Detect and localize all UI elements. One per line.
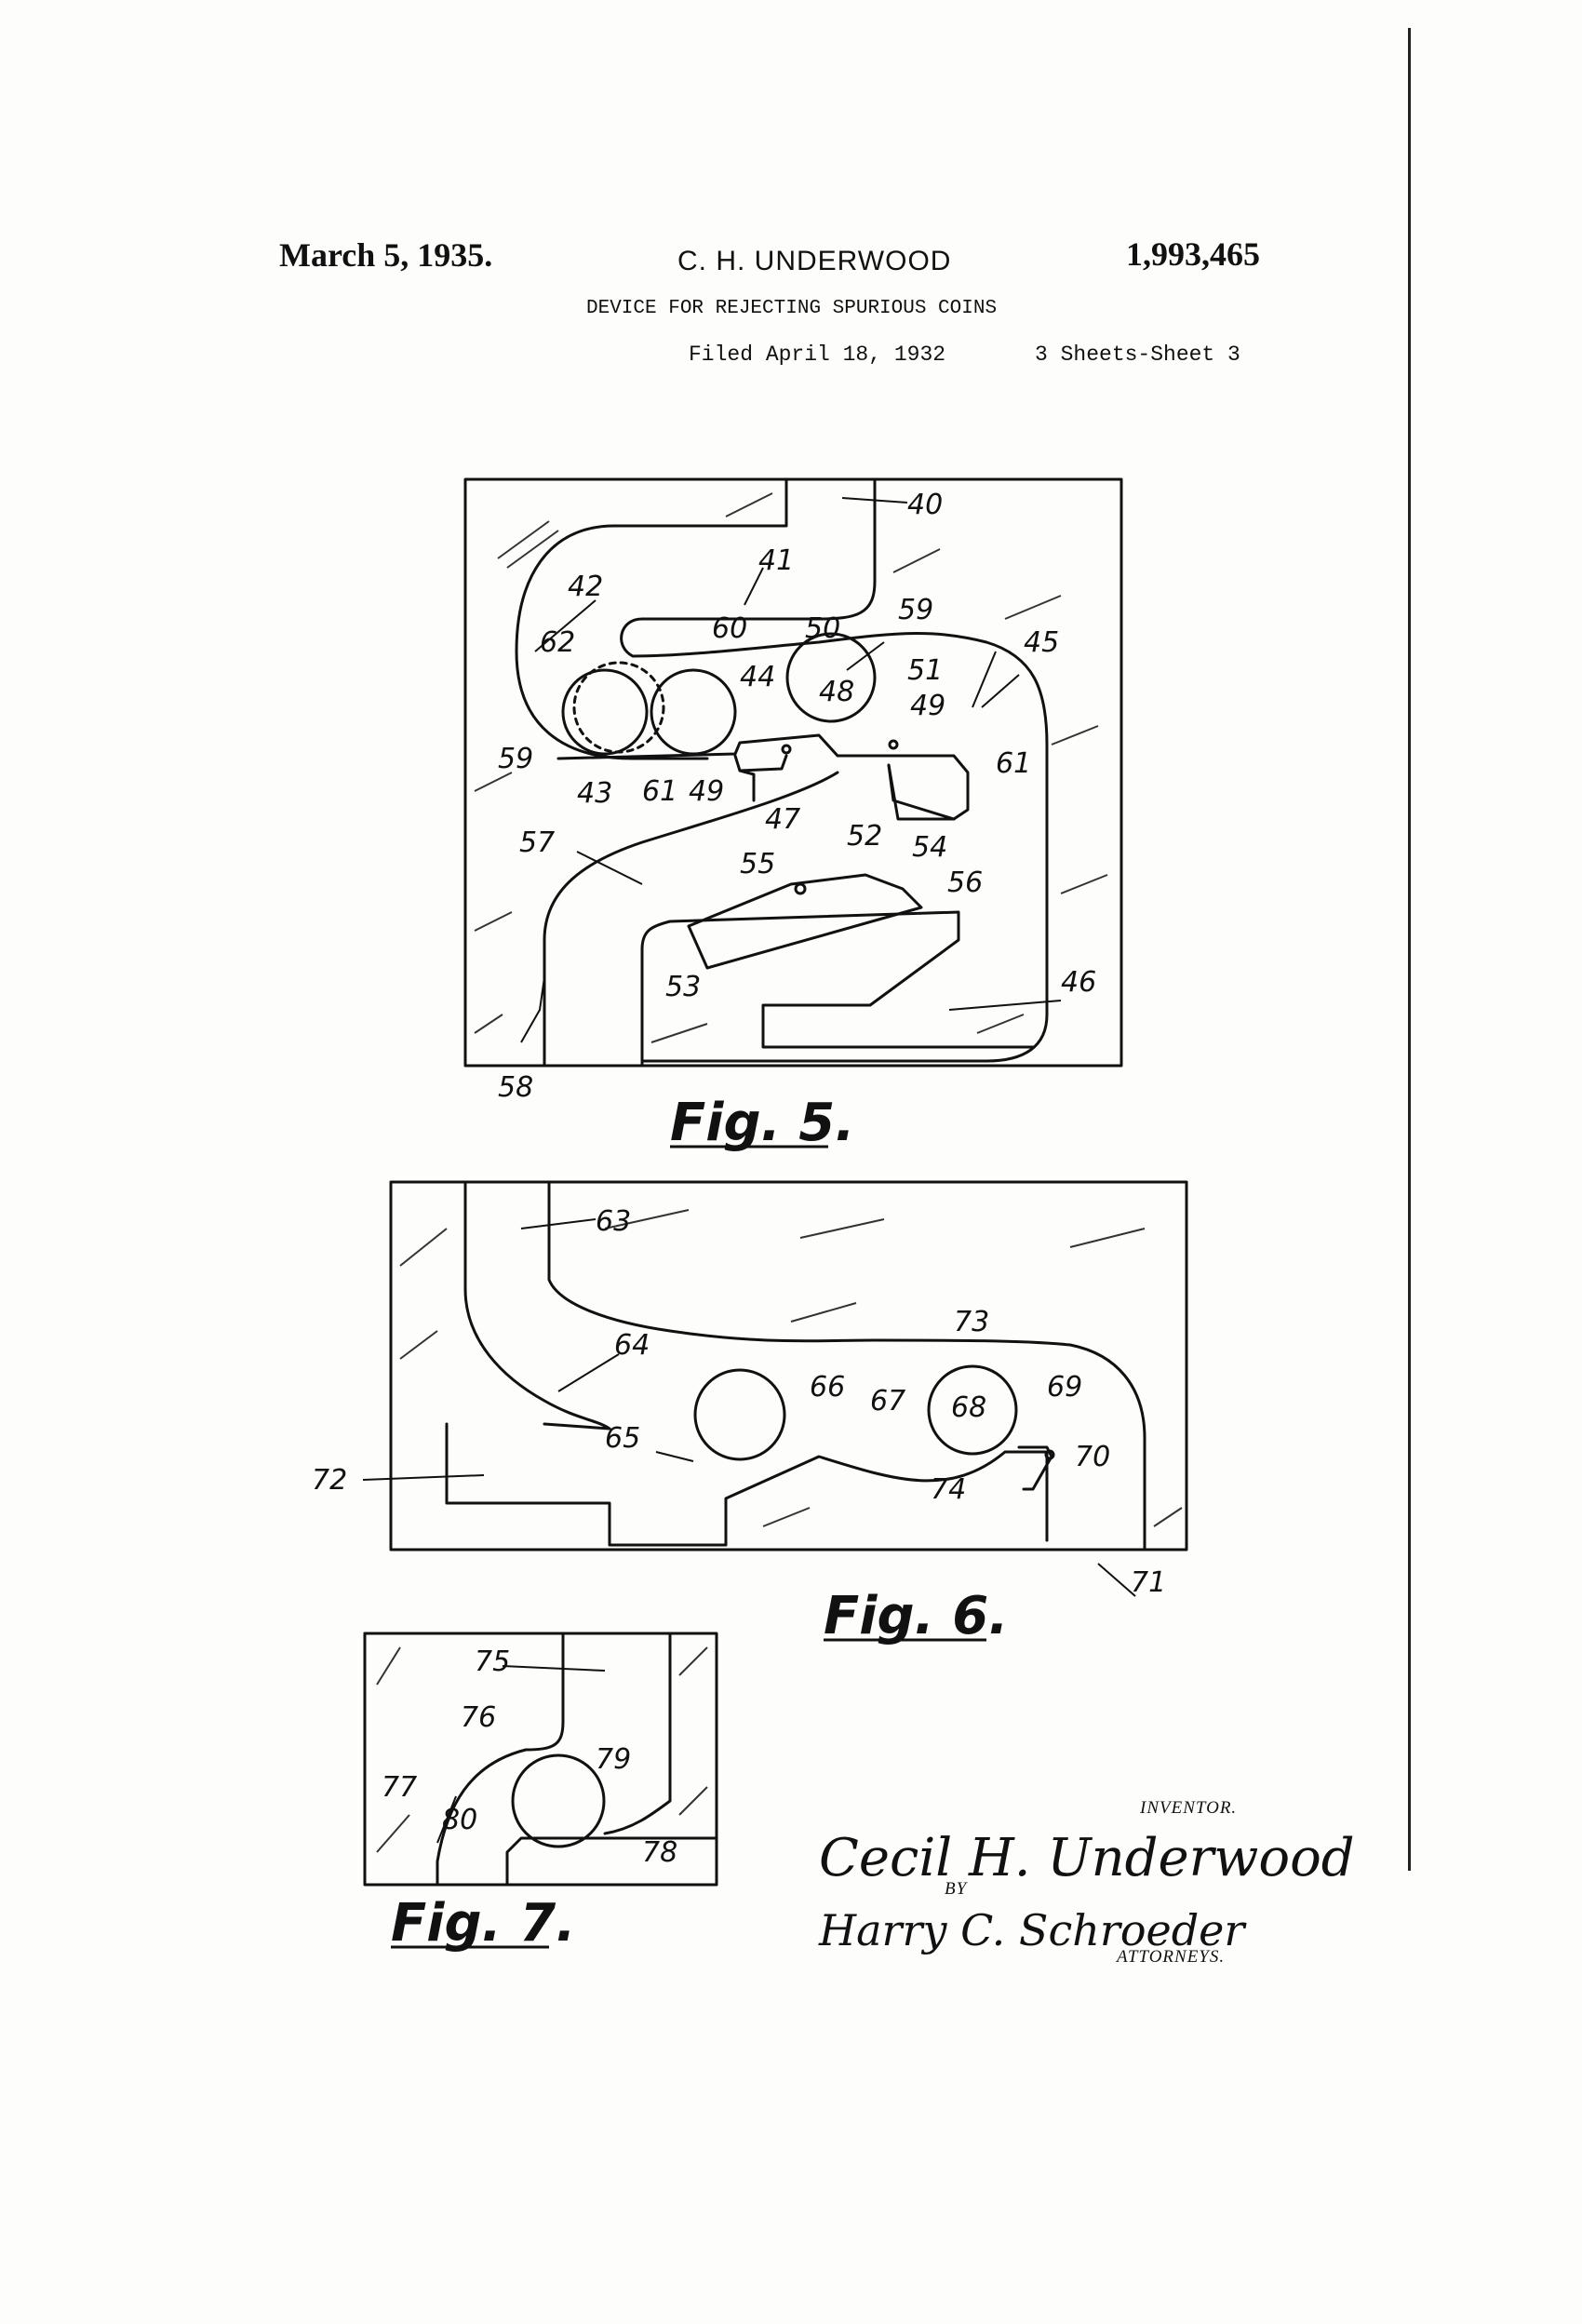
sheet-edge-line [1408, 28, 1411, 1871]
fig6-upper-block [547, 1180, 1146, 1552]
ref-74: 74 [931, 1473, 966, 1506]
fig7-frame [363, 1632, 718, 1887]
ref-42: 42 [568, 571, 603, 603]
fig5-lower-chute-left [543, 771, 839, 1068]
figure-5-drawing [463, 477, 1123, 1068]
figure-7-drawing [363, 1632, 718, 1887]
ref-80: 80 [442, 1804, 477, 1836]
leader-lines [362, 497, 1136, 1844]
ref-57: 57 [519, 826, 555, 859]
ref-54: 54 [912, 831, 947, 864]
ref-49-right: 49 [910, 690, 945, 722]
fig5-caption: Fig. 5. [670, 1093, 855, 1153]
ref-72: 72 [312, 1464, 347, 1497]
ref-51: 51 [907, 654, 943, 687]
fig6-left-wall [463, 1180, 611, 1431]
patent-title: DEVICE FOR REJECTING SPURIOUS COINS [586, 298, 998, 319]
fig5-right-outer-wall [620, 477, 1049, 1063]
fig5-flap [687, 873, 923, 970]
ref-59-left: 59 [498, 743, 533, 775]
fig6-caption: Fig. 6. [824, 1586, 1009, 1646]
ref-60: 60 [712, 612, 747, 645]
inventor-signature: Cecil H. Underwood [819, 1828, 1355, 1888]
fig5-upper-chute [515, 477, 788, 760]
ref-43: 43 [577, 777, 612, 810]
fig6-pin [1044, 1449, 1055, 1460]
fig5-gate-left [733, 754, 788, 802]
fig5-frame [463, 477, 1123, 1068]
ref-75: 75 [475, 1646, 510, 1678]
fig7-base [505, 1836, 718, 1887]
ref-67: 67 [870, 1385, 905, 1417]
fig7-coin [511, 1753, 606, 1848]
fig6-frame [389, 1180, 1188, 1552]
ref-56: 56 [947, 866, 983, 899]
fig5-pivot-pin [794, 882, 807, 895]
fig5-pin-b [888, 739, 899, 750]
fig7-reference-numerals: 75 76 79 77 80 78 [382, 1646, 677, 1869]
ref-65: 65 [605, 1422, 640, 1455]
ref-52: 52 [847, 820, 882, 853]
ref-64: 64 [614, 1329, 650, 1362]
fig5-gate-right [887, 763, 956, 821]
ref-44: 44 [740, 661, 775, 693]
fig5-runway [556, 733, 970, 821]
ref-78: 78 [642, 1836, 677, 1869]
ref-79: 79 [596, 1743, 631, 1776]
figure-6-drawing [389, 1180, 1188, 1552]
fig7-left-block [363, 1632, 565, 1887]
fig6-reference-numerals: 63 73 64 66 67 68 69 65 70 72 74 71 [312, 1205, 1166, 1599]
ref-77: 77 [382, 1771, 417, 1804]
by-label: BY [945, 1879, 969, 1899]
fig7-right-block [603, 1632, 672, 1835]
ref-41: 41 [758, 544, 794, 577]
fig5-coin-a [561, 668, 649, 756]
ref-50: 50 [805, 612, 840, 645]
ref-61-right: 61 [996, 747, 1031, 780]
inventor-label: INVENTOR. [1139, 1798, 1237, 1818]
patent-number: 1,993,465 [1126, 235, 1260, 273]
ref-68: 68 [951, 1391, 986, 1424]
filing-date: Filed April 18, 1932 [689, 343, 946, 367]
attorneys-label: ATTORNEYS. [1115, 1947, 1225, 1967]
attorney-signature: Harry C. Schroeder [818, 1905, 1247, 1955]
ref-49-left: 49 [689, 775, 724, 808]
patent-date: March 5, 1935. [279, 236, 493, 274]
ref-48: 48 [819, 676, 854, 708]
ref-59-top: 59 [898, 594, 933, 626]
ref-73: 73 [954, 1306, 989, 1338]
fig6-coin-b [927, 1364, 1018, 1456]
ref-47: 47 [765, 803, 800, 836]
fig5-coin-d [785, 632, 877, 723]
ref-76: 76 [461, 1701, 496, 1734]
ref-62: 62 [540, 626, 575, 659]
ref-63: 63 [596, 1205, 631, 1238]
fig7-caption: Fig. 7. [391, 1893, 576, 1954]
ref-69: 69 [1047, 1371, 1082, 1404]
ref-61-left: 61 [642, 775, 677, 808]
ref-71: 71 [1131, 1566, 1166, 1599]
ref-40: 40 [907, 489, 943, 521]
inventor-name: C. H. UNDERWOOD [677, 246, 952, 276]
fig6-lower-ramp [445, 1422, 1049, 1547]
fig6-coin-a [693, 1368, 786, 1461]
sheet-count: 3 Sheets-Sheet 3 [1035, 343, 1240, 367]
fig5-coin-b [650, 668, 737, 756]
fig5-pin-a [781, 744, 792, 755]
ref-66: 66 [810, 1371, 845, 1404]
ref-46: 46 [1061, 966, 1096, 999]
section-hatching [376, 492, 1183, 1853]
fig5-reference-numerals: 40 41 42 62 60 50 59 45 44 48 51 49 61 5… [498, 489, 1096, 1104]
ref-55: 55 [740, 848, 775, 880]
ref-53: 53 [665, 971, 701, 1003]
ref-58: 58 [498, 1071, 533, 1104]
ref-45: 45 [1024, 626, 1059, 659]
fig5-coin-c [572, 661, 665, 754]
ref-70: 70 [1075, 1441, 1110, 1473]
